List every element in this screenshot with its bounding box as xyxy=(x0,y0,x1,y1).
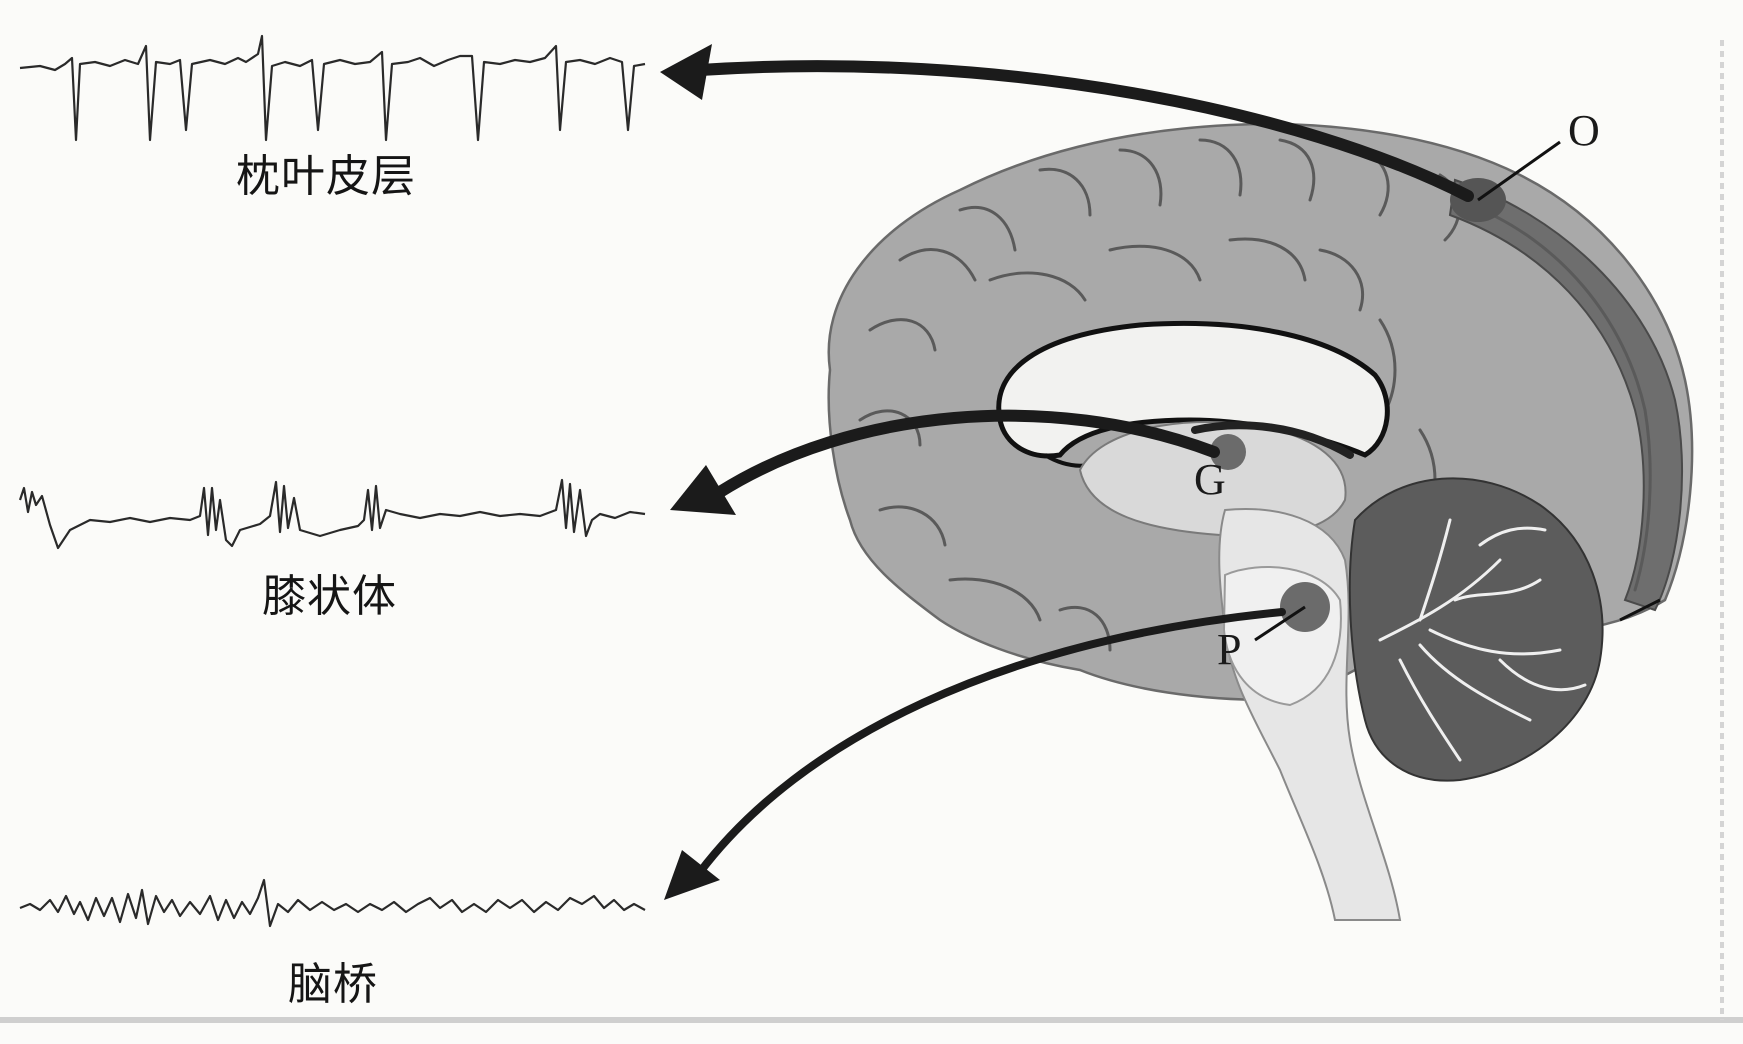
eeg-traces xyxy=(18,34,646,928)
cerebellum xyxy=(1348,477,1604,782)
arrow-geniculate xyxy=(714,409,1220,498)
arrow-pons xyxy=(696,608,1286,876)
gyri-texture xyxy=(858,138,1461,652)
label-pons: 脑桥 xyxy=(288,959,378,1010)
label-geniculate: 膝状体 xyxy=(262,571,397,622)
trace-occipital xyxy=(19,34,646,142)
arrow-geniculate-head xyxy=(670,465,736,515)
trace-geniculate xyxy=(18,478,646,550)
marker-geniculate: G xyxy=(1194,455,1226,504)
arbor-vitae xyxy=(1378,518,1587,762)
pons-leader-line xyxy=(1254,605,1306,642)
occipital-leader-line xyxy=(1477,140,1561,202)
brain-illustration xyxy=(827,122,1694,921)
recording-arrows xyxy=(660,44,1474,900)
label-occipital-cortex: 枕叶皮层 xyxy=(236,151,416,202)
trace-pons xyxy=(19,878,646,928)
arrow-occipital xyxy=(694,60,1474,202)
arrow-pons-head xyxy=(664,850,720,900)
geniculate-site-dot xyxy=(1210,434,1246,470)
marker-occipital: O xyxy=(1568,106,1600,155)
marker-pons: P xyxy=(1217,625,1241,674)
thalamus xyxy=(1078,421,1347,538)
arrow-occipital-head xyxy=(660,44,712,100)
